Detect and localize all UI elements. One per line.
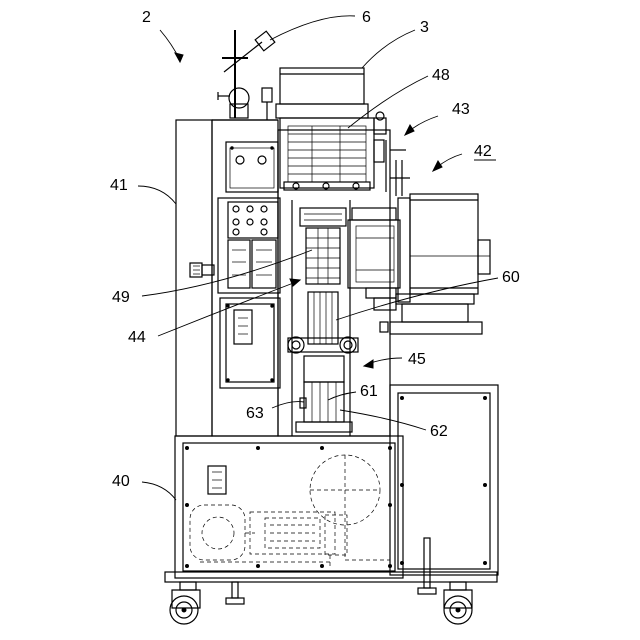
right-lower-cabinet [390,385,498,594]
ref-44: 44 [128,329,146,346]
lower-control-box [220,298,280,388]
base-screws [186,447,392,568]
ref-61: 61 [360,383,378,400]
ref-62: 62 [430,423,448,440]
reference-labels: 2 6 3 48 43 42 41 49 44 60 45 61 63 62 [110,9,520,500]
base-cabinet [165,436,497,582]
ref-48: 48 [432,67,450,84]
ref-45: 45 [408,351,426,368]
right-caster [444,582,472,624]
ref-43: 43 [452,101,470,118]
signal-lamp [218,30,275,120]
left-caster [170,582,200,624]
ref-42: 42 [474,143,492,160]
ref-3: 3 [420,19,429,36]
ref-40: 40 [112,473,130,490]
ref-6: 6 [362,9,371,26]
left-foot [226,582,244,604]
ref-2: 2 [142,9,151,26]
ref-60: 60 [502,269,520,286]
left-tall-cabinet [176,120,278,436]
ref-63: 63 [246,405,264,422]
ref-41: 41 [110,177,128,194]
control-panel-top [226,142,278,192]
motor-unit [348,194,490,334]
ref-49: 49 [112,289,130,306]
